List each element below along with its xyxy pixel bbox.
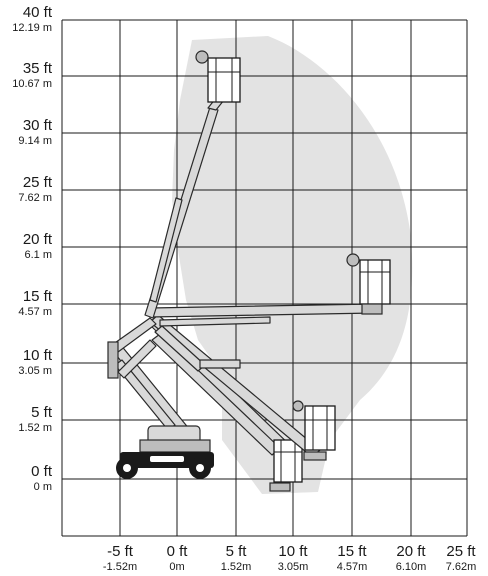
boom-position-mid-low	[149, 314, 336, 461]
boom-position-horizontal	[149, 253, 391, 327]
y-tick-label-m: 10.67 m	[12, 78, 52, 90]
x-tick-label-ft: 20 ft	[396, 543, 426, 560]
aerial-lift-illustration	[107, 50, 391, 492]
y-tick-label-ft: 10 ft	[23, 347, 53, 364]
y-tick-label-m: 9.14 m	[18, 135, 52, 147]
x-tick-label-ft: 10 ft	[278, 543, 308, 560]
y-tick-label-m: 1.52 m	[18, 422, 52, 434]
basket-icon	[273, 439, 303, 483]
x-tick-label-m: 7.62m	[446, 561, 477, 573]
y-tick-label-ft: 40 ft	[23, 4, 53, 21]
x-tick-label-m: 4.57m	[337, 561, 368, 573]
y-tick-label-m: 0 m	[34, 481, 52, 493]
y-tick-label-ft: 0 ft	[31, 463, 53, 480]
basket-icon	[207, 57, 241, 103]
basket-icon	[304, 405, 336, 451]
x-tick-label-m: -1.52m	[103, 561, 137, 573]
lower-boom-linkage	[107, 317, 191, 437]
x-tick-label-m: 0m	[169, 561, 184, 573]
lift-chassis	[116, 425, 214, 479]
y-tick-label-ft: 25 ft	[23, 174, 53, 191]
basket-icon	[359, 259, 391, 305]
x-tick-label-ft: 15 ft	[337, 543, 367, 560]
x-tick-label-ft: 25 ft	[446, 543, 476, 560]
y-tick-label-m: 3.05 m	[18, 365, 52, 377]
x-tick-label-ft: 5 ft	[226, 543, 248, 560]
x-tick-label-m: 6.10m	[396, 561, 427, 573]
boom-position-max-height	[144, 50, 241, 319]
y-tick-label-m: 7.62 m	[18, 192, 52, 204]
x-tick-label-ft: 0 ft	[167, 543, 189, 560]
y-tick-label-ft: 20 ft	[23, 231, 53, 248]
y-tick-label-m: 12.19 m	[12, 22, 52, 34]
y-tick-label-ft: 30 ft	[23, 117, 53, 134]
x-tick-label-m: 1.52m	[221, 561, 252, 573]
y-tick-label-m: 4.57 m	[18, 306, 52, 318]
x-tick-label-ft: -5 ft	[107, 543, 134, 560]
y-tick-label-m: 6.1 m	[24, 249, 52, 261]
y-tick-label-ft: 35 ft	[23, 60, 53, 77]
y-tick-label-ft: 15 ft	[23, 288, 53, 305]
x-tick-label-m: 3.05m	[278, 561, 309, 573]
y-tick-label-ft: 5 ft	[31, 404, 53, 421]
